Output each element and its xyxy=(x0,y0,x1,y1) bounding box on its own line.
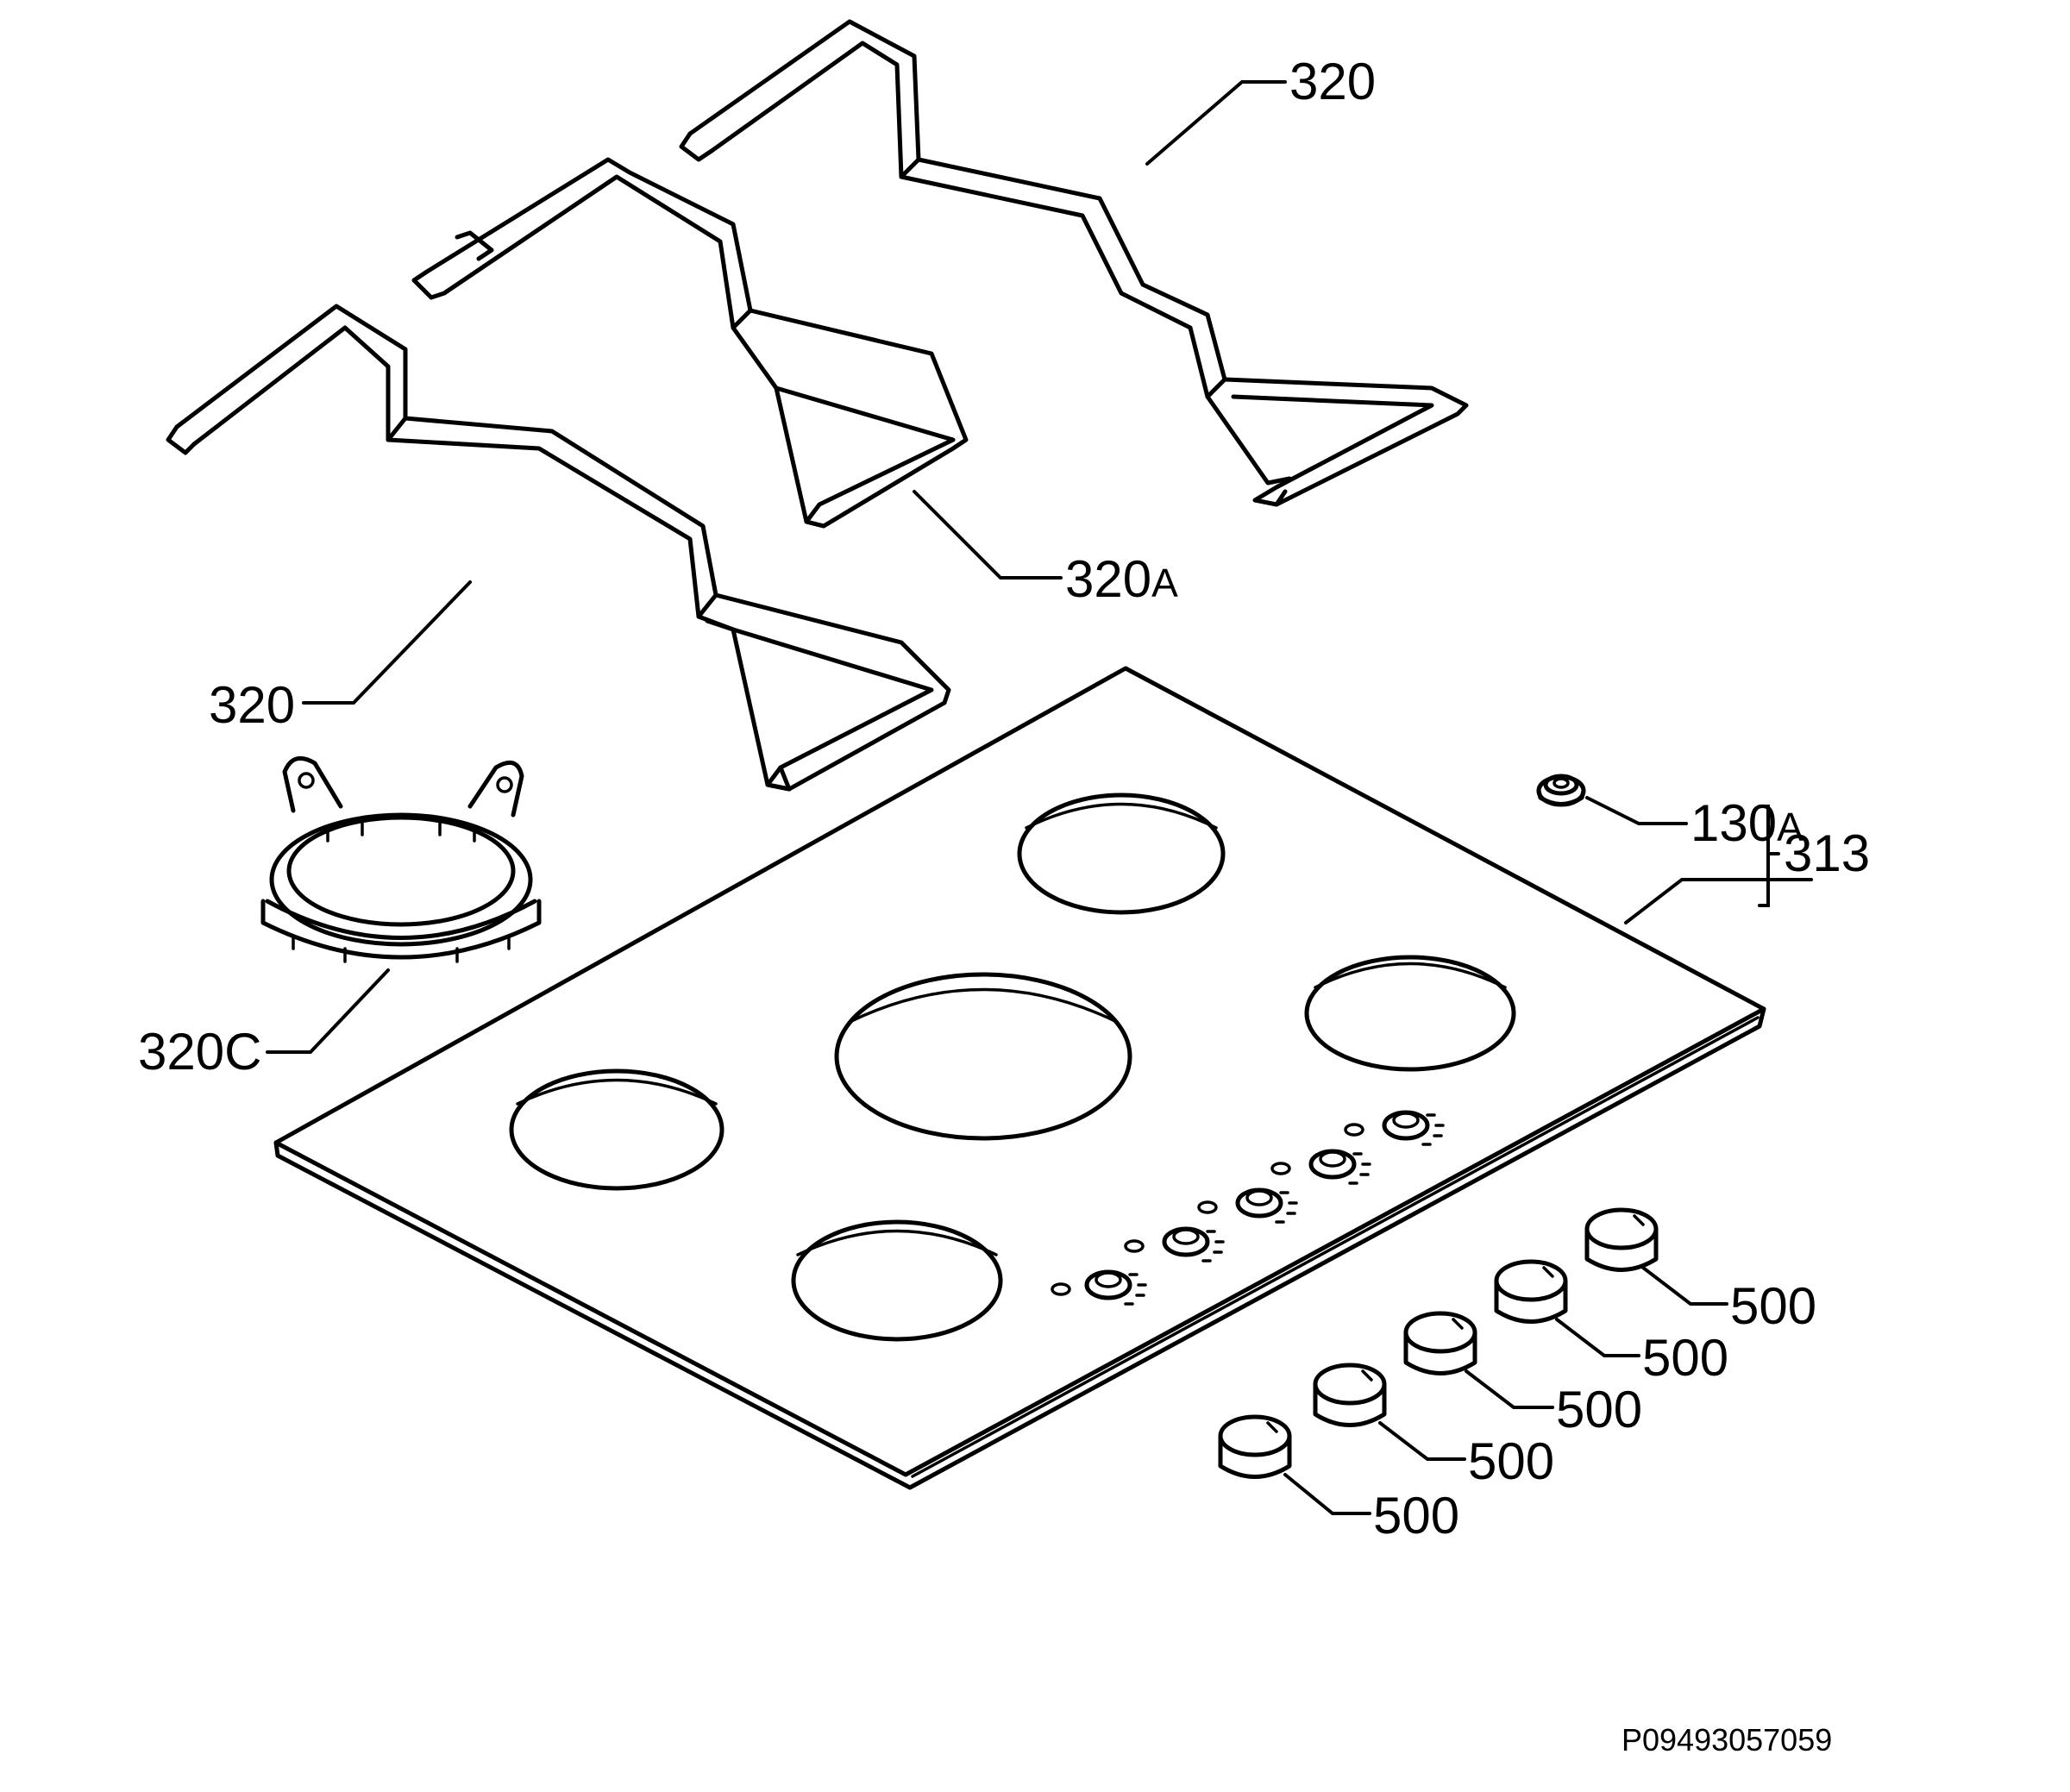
burner-opening-left xyxy=(509,1068,724,1191)
burner-opening-rear xyxy=(1017,793,1226,915)
callout-knob-1: 500 xyxy=(1373,1487,1459,1545)
callout-small-fitting: 130A xyxy=(1690,794,1803,852)
control-knobs xyxy=(1218,1207,1659,1479)
control-knob-2 xyxy=(1313,1363,1387,1427)
burner-opening-center-large xyxy=(834,972,1132,1141)
wok-ring xyxy=(260,755,542,963)
burner-openings xyxy=(509,793,1516,1342)
burner-opening-right xyxy=(1304,955,1516,1072)
control-knob-5 xyxy=(1584,1207,1659,1272)
callout-wok-ring: 320C xyxy=(138,1023,261,1081)
control-knob-4 xyxy=(1494,1259,1568,1324)
drawing-code: P09493057059 xyxy=(1622,1722,1832,1758)
callout-hob-group: 313 xyxy=(1784,824,1870,882)
control-holes xyxy=(1051,1110,1445,1306)
hob-top-plate xyxy=(273,666,1766,1490)
callout-knob-3: 500 xyxy=(1556,1381,1642,1438)
callout-grid-top-right: 320 xyxy=(1289,53,1376,110)
callout-knob-5: 500 xyxy=(1730,1277,1816,1335)
small-fitting-part xyxy=(1536,774,1586,807)
callout-knob-4: 500 xyxy=(1642,1329,1728,1387)
control-knob-3 xyxy=(1403,1311,1477,1375)
control-knob-1 xyxy=(1218,1414,1292,1479)
callout-grid-left: 320 xyxy=(209,676,295,734)
pan-support-grid-left xyxy=(166,304,951,792)
pan-support-grid-middle xyxy=(411,157,969,529)
burner-opening-front xyxy=(791,1219,1003,1342)
callout-grid-middle: 320A xyxy=(1065,550,1178,608)
callout-knob-2: 500 xyxy=(1468,1432,1554,1490)
leader-lines xyxy=(266,80,1813,1515)
pan-support-grid-top-right xyxy=(679,19,1469,507)
